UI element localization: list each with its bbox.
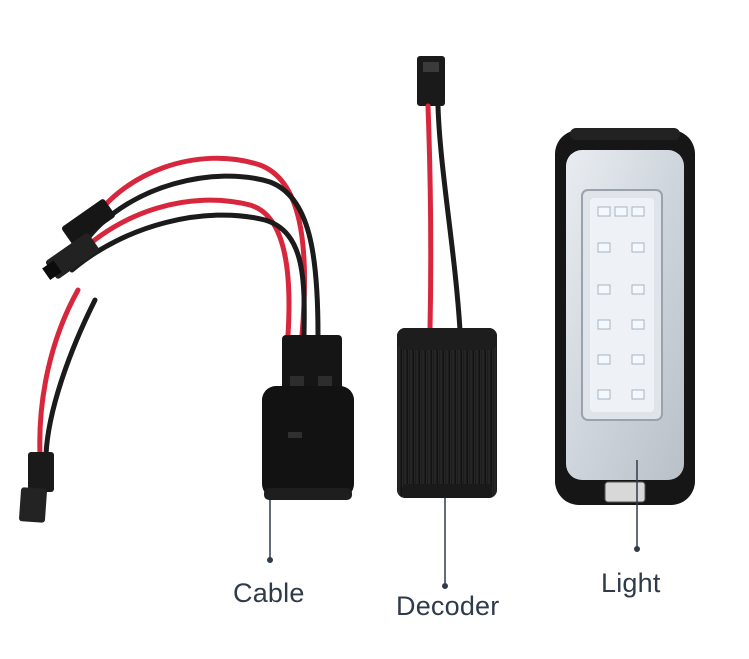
black-wire <box>85 173 321 338</box>
led-array <box>597 206 645 400</box>
license-plate-light <box>555 128 695 505</box>
cable-harness <box>19 155 354 523</box>
black-wire <box>43 297 98 458</box>
inline-connector <box>42 199 115 281</box>
red-wire <box>67 197 292 338</box>
red-wire <box>37 287 81 458</box>
red-wire <box>82 155 308 338</box>
black-wire <box>435 103 463 333</box>
callout-lines <box>267 460 640 589</box>
light-label: Light <box>601 568 661 598</box>
decoder-box <box>397 328 497 498</box>
socket-connector <box>262 335 354 500</box>
red-wire <box>425 103 434 333</box>
decoder-label: Decoder <box>396 591 500 621</box>
single-plug <box>19 452 54 523</box>
decoder <box>397 56 497 498</box>
black-wire <box>69 212 307 338</box>
cable-label: Cable <box>233 578 305 608</box>
